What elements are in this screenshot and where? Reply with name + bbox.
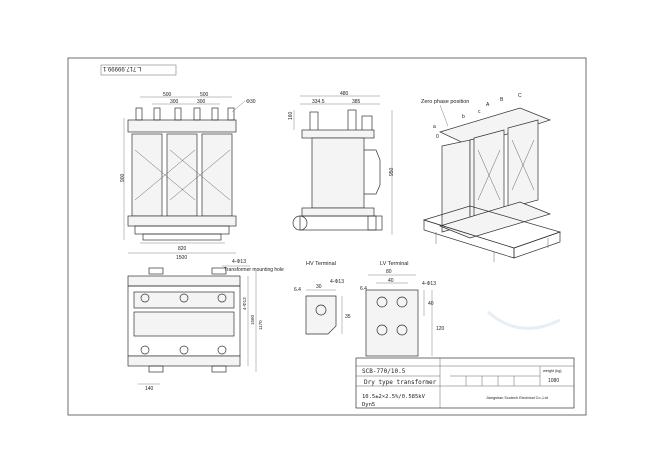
front-dim-total-width: 1500 [176,255,187,261]
sheet-border [67,57,587,416]
lv-dim-c: 6.4 [360,286,367,292]
side-dim-total: 480 [340,91,349,97]
top-dim-bottom: 140 [145,386,154,392]
vector-group: Dyn5 [362,402,375,408]
weight-label: weight (kg) [543,369,562,373]
hv-terminal-detail: HV Terminal 4-Φ13 30 6.4 35 [294,261,351,335]
side-view: 480 334.5 385 160 950 [288,91,395,235]
watermark-swoosh [487,310,561,330]
side-dim-right: 385 [352,99,361,105]
hv-dim-b: 6.4 [294,287,301,293]
front-dim-sub-right: 300 [197,99,206,105]
hv-dim-c: 35 [345,314,351,320]
hv-dim-a: 30 [316,284,322,290]
hv-hole-label: 4-Φ13 [330,279,344,285]
lv-terminal-detail: LV Terminal 4-Φ13 80 40 6.4 40 120 [360,261,445,357]
zero-phase-label: Zero phase position [421,99,469,105]
front-dim-top-left: 500 [163,92,172,98]
drawing-number-box [100,64,177,76]
product-description: Dry type transformer [364,379,437,386]
terminal-C: C [518,93,522,99]
side-dim-left: 334.5 [312,99,325,105]
front-hole-label: Φ30 [246,99,256,105]
side-dim-height: 950 [389,167,395,176]
top-dim-right-3: 1170 [258,320,263,330]
voltage-rating: 10.5±2×2.5%/0.585kV [362,394,426,400]
top-dim-right-2: 1560 [250,314,255,325]
top-view: 4-Φ13 Transformer mounting hole 140 4-Φ1… [127,259,284,392]
terminal-c: c [478,109,481,115]
drawing-number: L.717.99999.1 [102,65,141,71]
front-dim-sub-left: 300 [170,99,179,105]
terminal-B: B [500,97,504,103]
hv-terminal-title: HV Terminal [306,261,336,267]
lv-dim-d: 40 [428,301,434,307]
terminal-0: 0 [436,134,439,140]
terminal-a: a [433,124,436,130]
top-hole-label: 4-Φ13 [232,259,246,265]
company-name: Jiangshan Scotech Electrical Co.,Ltd [486,396,548,400]
front-dim-inner-width: 820 [178,246,187,252]
weight-value: 1080 [548,378,559,384]
iso-view: Zero phase position A B C a b c 0 [421,93,562,262]
lv-dim-a: 80 [386,269,392,275]
lv-dim-b: 40 [388,278,394,284]
lv-hole-label: 4-Φ13 [422,281,436,287]
side-dim-small: 160 [288,111,294,120]
mounting-hole-label: Transformer mounting hole [224,267,284,273]
terminal-A: A [486,102,490,108]
terminal-b: b [462,114,465,120]
lv-dim-e: 120 [436,326,445,332]
front-dim-top-right: 500 [200,92,209,98]
top-dim-right-1: 4-Φ13 [242,297,247,310]
front-dim-height: 900 [120,173,126,182]
title-block: SCB-770/10.5 Dry type transformer 10.5±2… [355,357,575,409]
model-number: SCB-770/10.5 [362,368,406,375]
lv-terminal-title: LV Terminal [380,261,409,267]
front-view: 500 500 300 300 Φ30 900 820 1500 [120,92,256,261]
